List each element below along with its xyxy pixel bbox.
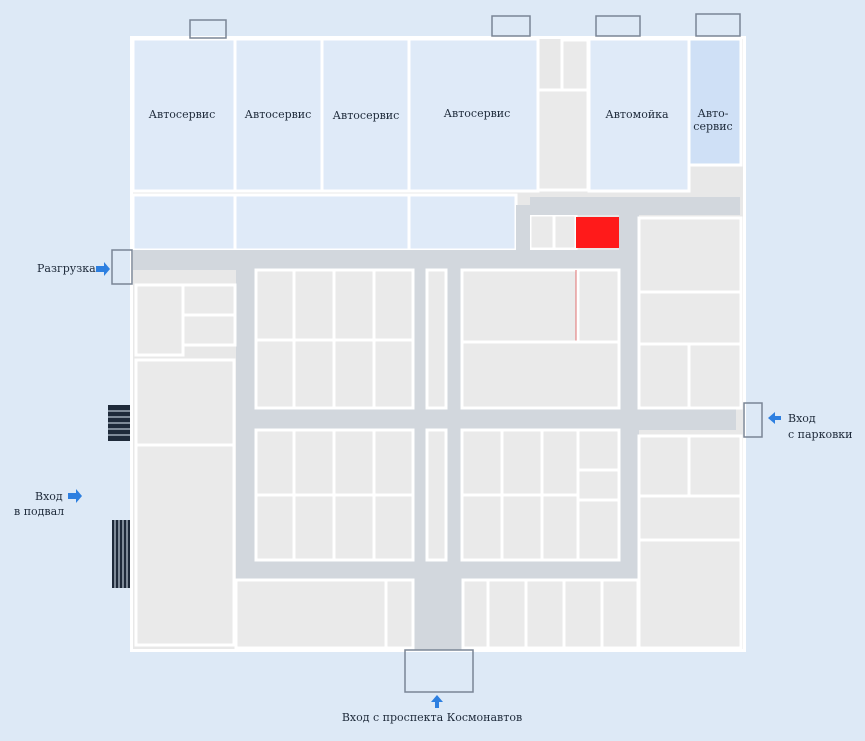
room bbox=[181, 283, 237, 317]
room bbox=[687, 434, 743, 498]
label-carwash: Автомойка bbox=[605, 108, 669, 121]
room bbox=[637, 434, 691, 498]
room bbox=[425, 428, 448, 562]
label-service-1: Автосервис bbox=[149, 108, 216, 121]
small-room bbox=[552, 213, 578, 251]
label-unloading: Разгрузка bbox=[37, 262, 96, 275]
corridor-south bbox=[236, 560, 636, 580]
label-service-3: Автосервис bbox=[333, 109, 400, 122]
label-service-4: Автосервис bbox=[444, 107, 511, 120]
room bbox=[332, 428, 376, 497]
roof-box bbox=[695, 13, 741, 37]
corridor-service bbox=[530, 197, 740, 215]
room bbox=[134, 283, 185, 357]
corridor-entrance bbox=[413, 580, 463, 650]
room bbox=[254, 493, 296, 562]
service-bay-1-lower bbox=[131, 193, 237, 252]
small-room bbox=[528, 213, 556, 251]
room bbox=[500, 493, 544, 562]
room bbox=[425, 268, 448, 410]
room bbox=[460, 340, 621, 410]
service-bay-1[interactable] bbox=[131, 37, 237, 193]
room bbox=[254, 428, 296, 497]
room bbox=[332, 493, 376, 562]
room bbox=[637, 538, 743, 650]
room bbox=[372, 268, 415, 342]
stair-hall bbox=[536, 88, 590, 192]
room bbox=[460, 493, 504, 562]
service-bay-small[interactable] bbox=[687, 37, 743, 167]
parking-entrance-porch bbox=[743, 402, 763, 438]
room bbox=[637, 216, 743, 294]
label-service-small-1: Авто- bbox=[698, 107, 729, 120]
room bbox=[540, 428, 580, 497]
room bbox=[687, 342, 743, 410]
service-bay-4[interactable] bbox=[407, 37, 540, 193]
room bbox=[500, 428, 544, 497]
roof-box bbox=[491, 15, 531, 37]
room bbox=[600, 578, 640, 650]
room bbox=[254, 338, 296, 410]
room bbox=[372, 493, 415, 562]
room bbox=[562, 578, 604, 650]
room bbox=[292, 338, 336, 410]
corridor-center bbox=[236, 408, 736, 430]
label-parking-2: с парковки bbox=[788, 428, 853, 441]
room bbox=[576, 468, 621, 502]
room bbox=[637, 494, 743, 542]
room bbox=[134, 358, 236, 447]
room bbox=[576, 498, 621, 562]
entrance-arrow-icon bbox=[68, 262, 781, 708]
service-bay-2-lower bbox=[233, 193, 411, 252]
label-basement-2: в подвал bbox=[14, 505, 64, 518]
room bbox=[181, 313, 237, 347]
room bbox=[372, 338, 415, 410]
corridor-north bbox=[133, 250, 639, 270]
room bbox=[292, 428, 336, 497]
room bbox=[637, 342, 691, 410]
room bbox=[460, 428, 504, 497]
label-parking-1: Вход bbox=[788, 412, 816, 425]
corridor-link bbox=[516, 205, 530, 255]
main-entrance-porch bbox=[404, 649, 474, 693]
label-basement-1: Вход bbox=[35, 490, 63, 503]
room bbox=[576, 428, 621, 472]
room bbox=[486, 578, 528, 650]
label-service-2: Автосервис bbox=[245, 108, 312, 121]
room bbox=[637, 290, 743, 346]
room bbox=[460, 268, 580, 344]
highlighted-room[interactable] bbox=[576, 217, 619, 248]
unloading-porch bbox=[111, 249, 133, 285]
room bbox=[254, 268, 296, 342]
room bbox=[461, 578, 490, 650]
room bbox=[384, 578, 415, 650]
room bbox=[292, 268, 336, 342]
room bbox=[234, 578, 388, 650]
room bbox=[332, 268, 376, 342]
room bbox=[332, 338, 376, 410]
corridor-link-2 bbox=[619, 215, 639, 270]
room bbox=[576, 268, 621, 344]
car-wash[interactable] bbox=[587, 37, 691, 193]
staircase-room bbox=[560, 38, 590, 92]
label-service-small-2: сервис bbox=[693, 120, 732, 133]
room bbox=[134, 443, 236, 647]
roof-box bbox=[595, 15, 641, 37]
room bbox=[372, 428, 415, 497]
stair-steps bbox=[108, 410, 130, 588]
label-main-entrance: Вход с проспекта Космонавтов bbox=[342, 711, 522, 724]
room bbox=[292, 493, 336, 562]
roof-box bbox=[189, 19, 227, 39]
service-bay-4-lower bbox=[407, 193, 518, 252]
room bbox=[540, 493, 580, 562]
room bbox=[524, 578, 566, 650]
